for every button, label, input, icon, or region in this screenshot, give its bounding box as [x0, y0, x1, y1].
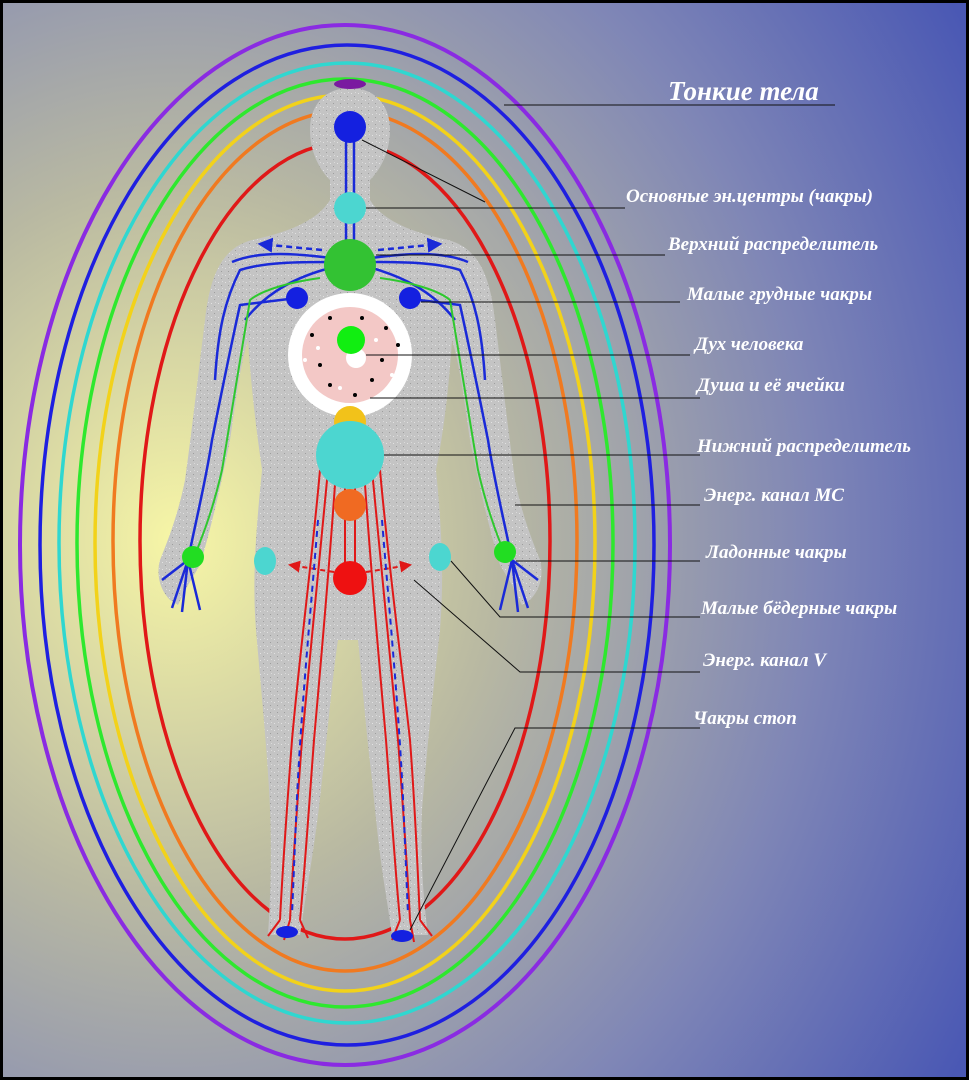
- title-label: Тонкие тела: [668, 76, 819, 106]
- label-upper-distributor: Верхний распределитель: [667, 234, 879, 255]
- soul-cell: [384, 326, 388, 330]
- crown-chakra: [334, 79, 366, 89]
- root-chakra: [333, 561, 367, 595]
- lower-distributor-chakra: [316, 421, 384, 489]
- throat-chakra: [334, 192, 366, 224]
- label-energy-channel-v: Энерг. канал V: [703, 650, 827, 671]
- aura-ring: [38, 43, 656, 1047]
- small-chest-chakra-left: [286, 287, 308, 309]
- label-soul-cells: Душа и её ячейки: [695, 375, 845, 396]
- small-chest-chakra-right: [399, 287, 421, 309]
- leader-lines: [361, 104, 835, 931]
- label-palm-chakras: Ладонные чакры: [705, 542, 847, 563]
- soul-cell: [328, 316, 332, 320]
- foot-chakra-right: [391, 930, 413, 942]
- green-channels: [194, 277, 506, 556]
- soul-cell: [353, 393, 357, 397]
- label-foot-chakras: Чакры стоп: [693, 708, 797, 729]
- foot-chakra-left: [276, 926, 298, 938]
- label-chakras: Основные эн.центры (чакры): [626, 186, 873, 207]
- soul-cell: [338, 386, 342, 390]
- aura-ring: [57, 61, 637, 1025]
- soul-cell: [390, 373, 394, 377]
- label-energy-channel-ms: Энерг. канал МС: [704, 485, 844, 506]
- labels: Основные эн.центры (чакры) Верхний распре…: [626, 186, 911, 729]
- soul-cell: [318, 363, 322, 367]
- soul-cell: [380, 358, 384, 362]
- hip-chakra-left: [254, 547, 276, 575]
- label-lower-distributor: Нижний распределитель: [696, 436, 911, 457]
- aura-ring: [75, 77, 615, 1009]
- spirit-chakra: [337, 326, 365, 354]
- soul-cell: [316, 346, 320, 350]
- soul-cell: [366, 298, 370, 302]
- palm-chakra-right: [494, 541, 516, 563]
- background: [3, 3, 966, 1077]
- soul-cells-dots: [303, 298, 400, 397]
- soul-cell: [374, 338, 378, 342]
- soul-cell: [328, 383, 332, 387]
- soul-cell: [370, 378, 374, 382]
- soul-cell: [303, 358, 307, 362]
- soul-cell: [310, 333, 314, 337]
- heart-chakra: [324, 239, 376, 291]
- palm-chakra-left: [182, 546, 204, 568]
- blue-leg-dashes: [291, 519, 409, 916]
- chakras: [182, 79, 516, 942]
- soul-cell: [320, 303, 324, 307]
- red-channels: [267, 469, 433, 943]
- soul-cell: [396, 343, 400, 347]
- aura-ring: [18, 23, 672, 1067]
- label-human-spirit: Дух человека: [693, 334, 804, 355]
- label-small-hip-chakras: Малые бёдерные чакры: [700, 598, 897, 619]
- sacral-chakra: [334, 489, 366, 521]
- soul-cell: [360, 316, 364, 320]
- brow-chakra: [334, 111, 366, 143]
- hip-chakra-right: [429, 543, 451, 571]
- label-small-chest-chakras: Малые грудные чакры: [686, 284, 872, 305]
